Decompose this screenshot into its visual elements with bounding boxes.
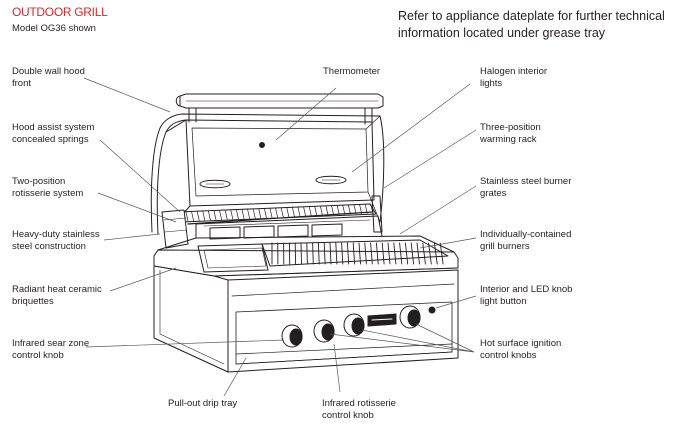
- leader-lines: [83, 77, 477, 397]
- label-drip-tray: Pull-out drip tray: [168, 398, 238, 409]
- firebox: [157, 215, 455, 273]
- cart-body: [153, 249, 459, 373]
- label-sear-knob: Infrared sear zone control knob: [12, 338, 90, 361]
- label-ignition-knobs: Hot surface ignition control knobs: [480, 338, 562, 361]
- label-grill-burners: Individually-contained grill burners: [480, 229, 572, 252]
- hood: [150, 93, 385, 235]
- label-warming-rack: Three-position warming rack: [480, 122, 541, 145]
- title: OUTDOOR GRILL: [12, 5, 108, 19]
- control-knobs: [281, 305, 421, 348]
- dateplate-note: Refer to appliance dateplate for further…: [398, 9, 665, 40]
- label-halogen-lights: Halogen interior lights: [480, 66, 548, 89]
- label-briquettes: Radiant heat ceramic briquettes: [12, 284, 102, 307]
- label-rotisserie-system: Two-position rotisserie system: [12, 176, 84, 199]
- label-burner-grates: Stainless steel burner grates: [480, 176, 572, 199]
- label-thermometer: Thermometer: [323, 66, 381, 77]
- label-rotisserie-knob: Infrared rotisserie control knob: [322, 398, 396, 421]
- label-hood-assist: Hood assist system concealed springs: [12, 122, 95, 145]
- label-led-button: Interior and LED knob light button: [480, 284, 573, 307]
- label-stainless-construction: Heavy-duty stainless steel construction: [12, 229, 100, 252]
- subtitle: Model OG36 shown: [12, 23, 96, 34]
- label-double-wall-hood: Double wall hood front: [12, 66, 85, 89]
- warming-rack: [177, 203, 377, 223]
